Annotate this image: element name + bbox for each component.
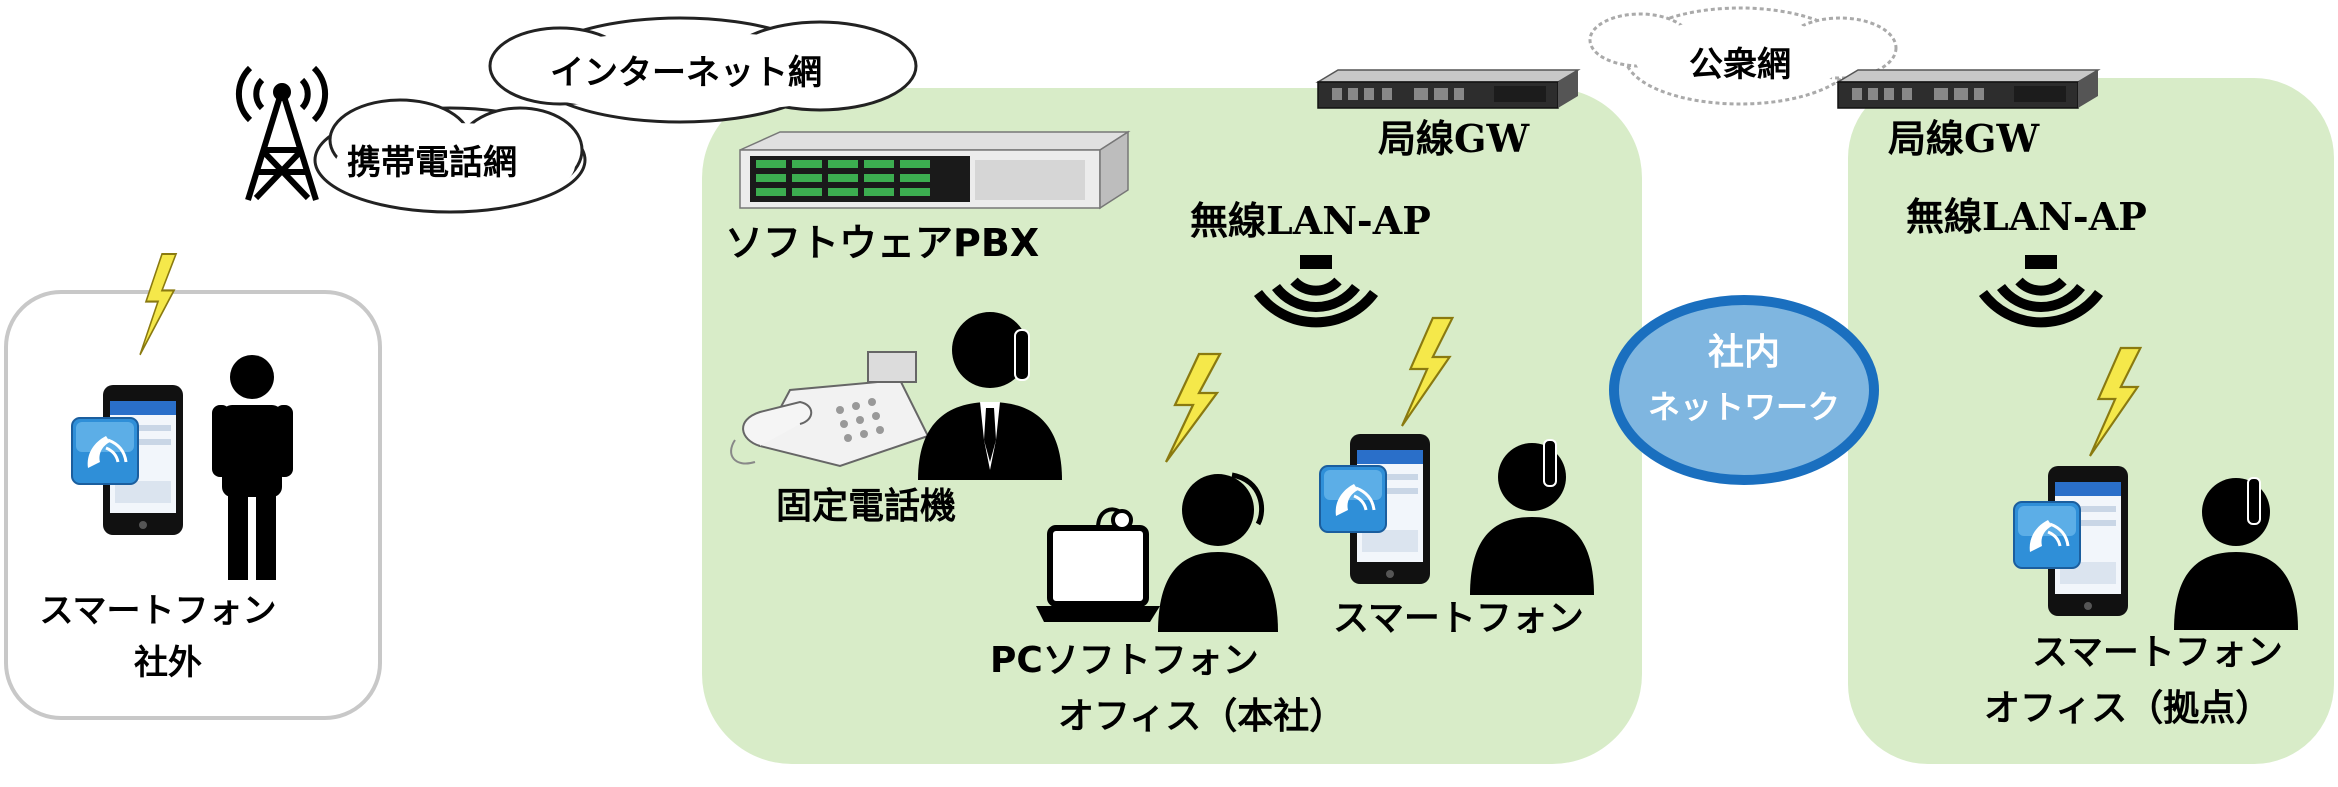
desk-phone-label: 固定電話機 [776, 486, 956, 527]
internet-cloud [488, 16, 918, 124]
branch-gateway-icon [1837, 69, 2099, 109]
pbx-server-icon [739, 130, 1131, 210]
branch-smartphone-label: スマートフォン [2032, 632, 2283, 673]
laptop-icon [1036, 507, 1160, 622]
network-label-line2: ネットワーク [1648, 388, 1840, 426]
softphone-app-icon [70, 416, 140, 486]
branch-area-label: オフィス（拠点） [1984, 688, 2271, 729]
mobile-network-cloud [313, 98, 587, 214]
head-office-zone [702, 88, 1642, 764]
standing-person-icon [212, 355, 293, 580]
head-office-area-label: オフィス（本社） [1058, 696, 1345, 737]
network-label-line1: 社内 [1708, 332, 1780, 373]
outside-area-label: 社外 [134, 643, 202, 683]
head-office-gateway-icon [1317, 69, 1579, 109]
pbx-label: ソフトウェアPBX [725, 221, 1039, 265]
internal-network-node [1609, 295, 1879, 485]
head-office-gw-label: 局線GW [1378, 116, 1530, 161]
branch-gw-label: 局線GW [1888, 116, 2040, 161]
office-worker-icon [918, 312, 1062, 480]
public-cloud-label: 公衆網 [1689, 45, 1791, 85]
outside-device-label: スマートフォン [40, 591, 277, 631]
cell-tower-icon [235, 65, 329, 201]
branch-ap-label: 無線LAN-AP [1906, 194, 2147, 239]
operator-with-headset-icon [1158, 472, 1278, 632]
internet-cloud-label: インターネット網 [550, 53, 822, 93]
softphone-app-icon [2012, 500, 2082, 570]
head-office-smartphone-label: スマートフォン [1333, 598, 1584, 639]
outside-zone [4, 290, 382, 720]
softphone-app-icon [1318, 464, 1388, 534]
desk-phone-icon [730, 351, 930, 468]
public-network-cloud [1588, 6, 1898, 106]
pc-softphone-label: PCソフトフォン [990, 640, 1259, 681]
mobile-cloud-label: 携帯電話網 [347, 143, 517, 183]
head-office-ap-label: 無線LAN-AP [1190, 198, 1431, 243]
